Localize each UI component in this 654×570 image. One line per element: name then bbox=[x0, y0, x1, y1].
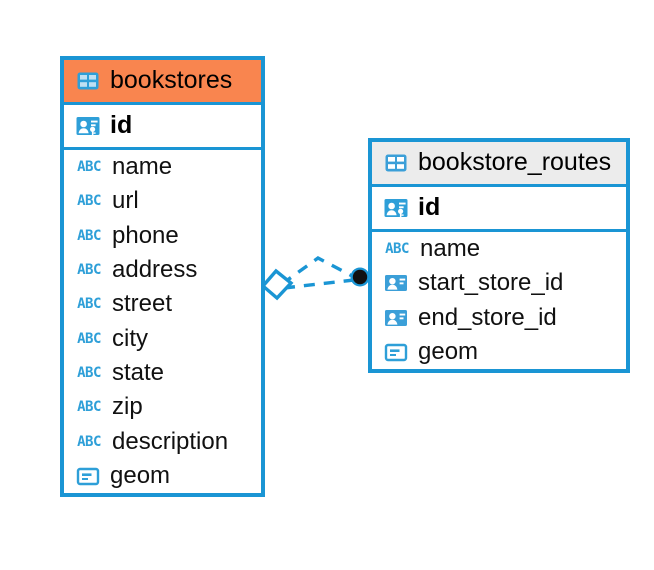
entity-name-label: bookstore_routes bbox=[418, 148, 612, 176]
entity-header-bookstore-routes[interactable]: bookstore_routes bbox=[372, 142, 626, 184]
entity-header-bookstores[interactable]: bookstores bbox=[64, 60, 261, 102]
entity-name-label: bookstores bbox=[110, 66, 233, 94]
foreign-key-icon bbox=[383, 270, 409, 296]
primary-key-icon bbox=[75, 113, 101, 139]
relationship-line-lower bbox=[283, 278, 355, 290]
geometry-icon bbox=[383, 339, 409, 365]
foreign-key-icon bbox=[383, 305, 409, 331]
column-label: description bbox=[112, 427, 229, 455]
table-row[interactable]: ABC state bbox=[64, 355, 261, 391]
column-label-id: id bbox=[418, 193, 441, 221]
text-field-icon: ABC bbox=[77, 433, 101, 450]
table-icon bbox=[383, 150, 409, 176]
table-row[interactable]: ABC city bbox=[64, 321, 261, 356]
column-label: end_store_id bbox=[418, 303, 557, 331]
relationship-line-upper bbox=[281, 256, 357, 286]
text-field-icon: ABC bbox=[77, 227, 101, 244]
table-row[interactable]: ABC name bbox=[64, 150, 261, 185]
table-row[interactable]: ABC url bbox=[64, 184, 261, 219]
column-label: geom bbox=[110, 461, 171, 489]
text-field-icon: ABC bbox=[77, 193, 101, 210]
column-label: street bbox=[112, 290, 173, 318]
column-row-id[interactable]: id bbox=[64, 102, 261, 150]
column-label: zip bbox=[112, 393, 143, 421]
text-field-icon: ABC bbox=[77, 365, 101, 382]
table-row[interactable]: geom bbox=[64, 458, 261, 494]
table-row[interactable]: ABC phone bbox=[64, 218, 261, 253]
entity-table-bookstores[interactable]: bookstores id ABC name A bbox=[60, 56, 265, 498]
table-row[interactable]: ABC description bbox=[64, 424, 261, 459]
column-label: start_store_id bbox=[418, 269, 564, 297]
column-label: name bbox=[420, 235, 481, 262]
text-field-icon: ABC bbox=[77, 262, 101, 279]
table-icon bbox=[75, 68, 101, 94]
text-field-icon: ABC bbox=[77, 159, 101, 176]
table-row[interactable]: ABC name bbox=[372, 232, 626, 267]
column-label: geom bbox=[418, 337, 479, 365]
geometry-icon bbox=[75, 463, 101, 489]
table-row[interactable]: end_store_id bbox=[372, 300, 626, 335]
column-label: state bbox=[112, 358, 165, 386]
column-label: url bbox=[112, 187, 139, 215]
column-row-id[interactable]: id bbox=[372, 184, 626, 232]
primary-key-icon bbox=[383, 195, 409, 221]
relationship-circle-endpoint bbox=[350, 267, 370, 287]
table-row[interactable]: ABC address bbox=[64, 252, 261, 288]
text-field-icon: ABC bbox=[77, 330, 101, 347]
table-row[interactable]: geom bbox=[372, 334, 626, 370]
table-row[interactable]: start_store_id bbox=[372, 266, 626, 301]
table-row[interactable]: ABC street bbox=[64, 287, 261, 322]
text-field-icon: ABC bbox=[77, 296, 101, 313]
entity-table-bookstore-routes[interactable]: bookstore_routes id ABC name bbox=[368, 138, 630, 374]
text-field-icon: ABC bbox=[77, 399, 101, 416]
column-label: address bbox=[112, 255, 198, 283]
column-label: name bbox=[112, 153, 173, 180]
column-label: phone bbox=[112, 221, 179, 249]
column-label: city bbox=[112, 324, 148, 352]
relationship-diamond-endpoint bbox=[260, 268, 294, 301]
text-field-icon: ABC bbox=[385, 241, 409, 258]
column-label-id: id bbox=[110, 111, 133, 139]
table-row[interactable]: ABC zip bbox=[64, 390, 261, 425]
